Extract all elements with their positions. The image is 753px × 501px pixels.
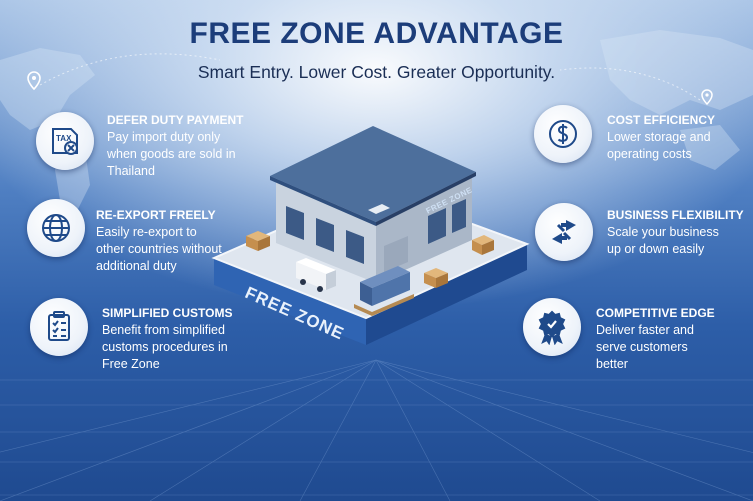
page-subtitle: Smart Entry. Lower Cost. Greater Opportu… — [197, 62, 556, 82]
page-title: FREE ZONE ADVANTAGE — [189, 17, 564, 50]
feature-description: Easily re-export to other countries with… — [96, 225, 222, 273]
cargo-box-icon — [246, 231, 270, 251]
feature-description: Benefit from simplified customs procedur… — [102, 323, 228, 371]
grid-floor — [0, 359, 753, 501]
feature-title: COMPETITIVE EDGE — [596, 306, 715, 320]
feature-title: DEFER DUTY PAYMENT — [107, 113, 244, 127]
feature-title: BUSINESS FLEXIBILITY — [607, 208, 744, 222]
warehouse-building — [270, 126, 476, 283]
globe-icon — [27, 199, 85, 257]
cargo-box-icon — [472, 235, 494, 255]
feature-title: SIMPLIFIED CUSTOMS — [102, 306, 233, 320]
feature-description: Pay import duty only when goods are sold… — [107, 130, 236, 178]
feature-description: Scale your business up or down easily — [607, 225, 719, 256]
award-ribbon-icon — [523, 298, 581, 356]
feature-description: Lower storage and operating costs — [607, 130, 711, 161]
clipboard-checklist-icon — [30, 298, 88, 356]
feature-title: COST EFFICIENCY — [607, 113, 716, 127]
map-pin-icon — [27, 71, 41, 91]
feature-description: Deliver faster and serve customers bette… — [596, 323, 694, 371]
tax-document-icon: TAX — [36, 112, 94, 170]
shipping-container-icon — [354, 266, 414, 316]
svg-text:TAX: TAX — [56, 134, 72, 143]
swap-arrows-icon — [535, 203, 593, 261]
cargo-box-icon — [424, 268, 448, 288]
map-pin-icon — [701, 89, 713, 106]
delivery-truck-icon — [296, 258, 336, 292]
feature-title: RE-EXPORT FREELY — [96, 208, 216, 222]
dollar-coin-icon — [534, 105, 592, 163]
